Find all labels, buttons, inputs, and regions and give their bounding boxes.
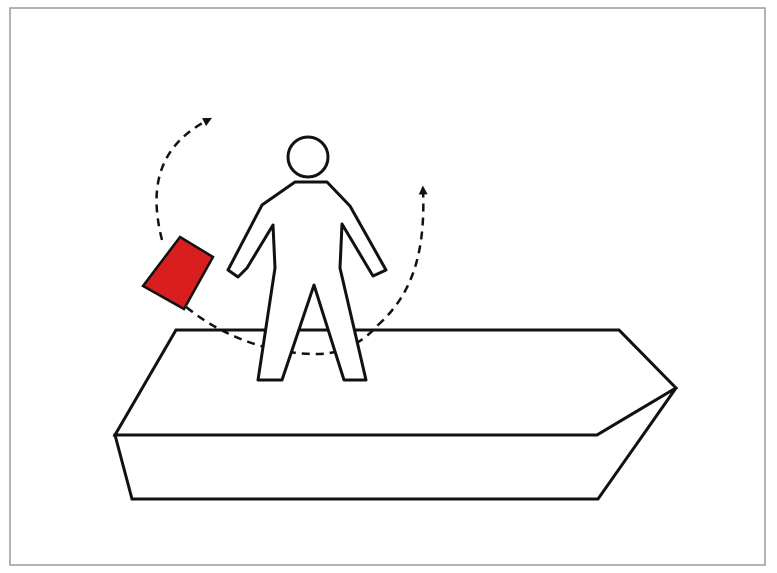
red-flag-icon xyxy=(143,237,213,309)
motion-arc-left xyxy=(157,120,208,240)
motion-arc-right xyxy=(378,190,423,325)
person-head xyxy=(288,137,328,177)
boat-deck xyxy=(115,330,676,435)
boat-icon xyxy=(115,330,676,499)
